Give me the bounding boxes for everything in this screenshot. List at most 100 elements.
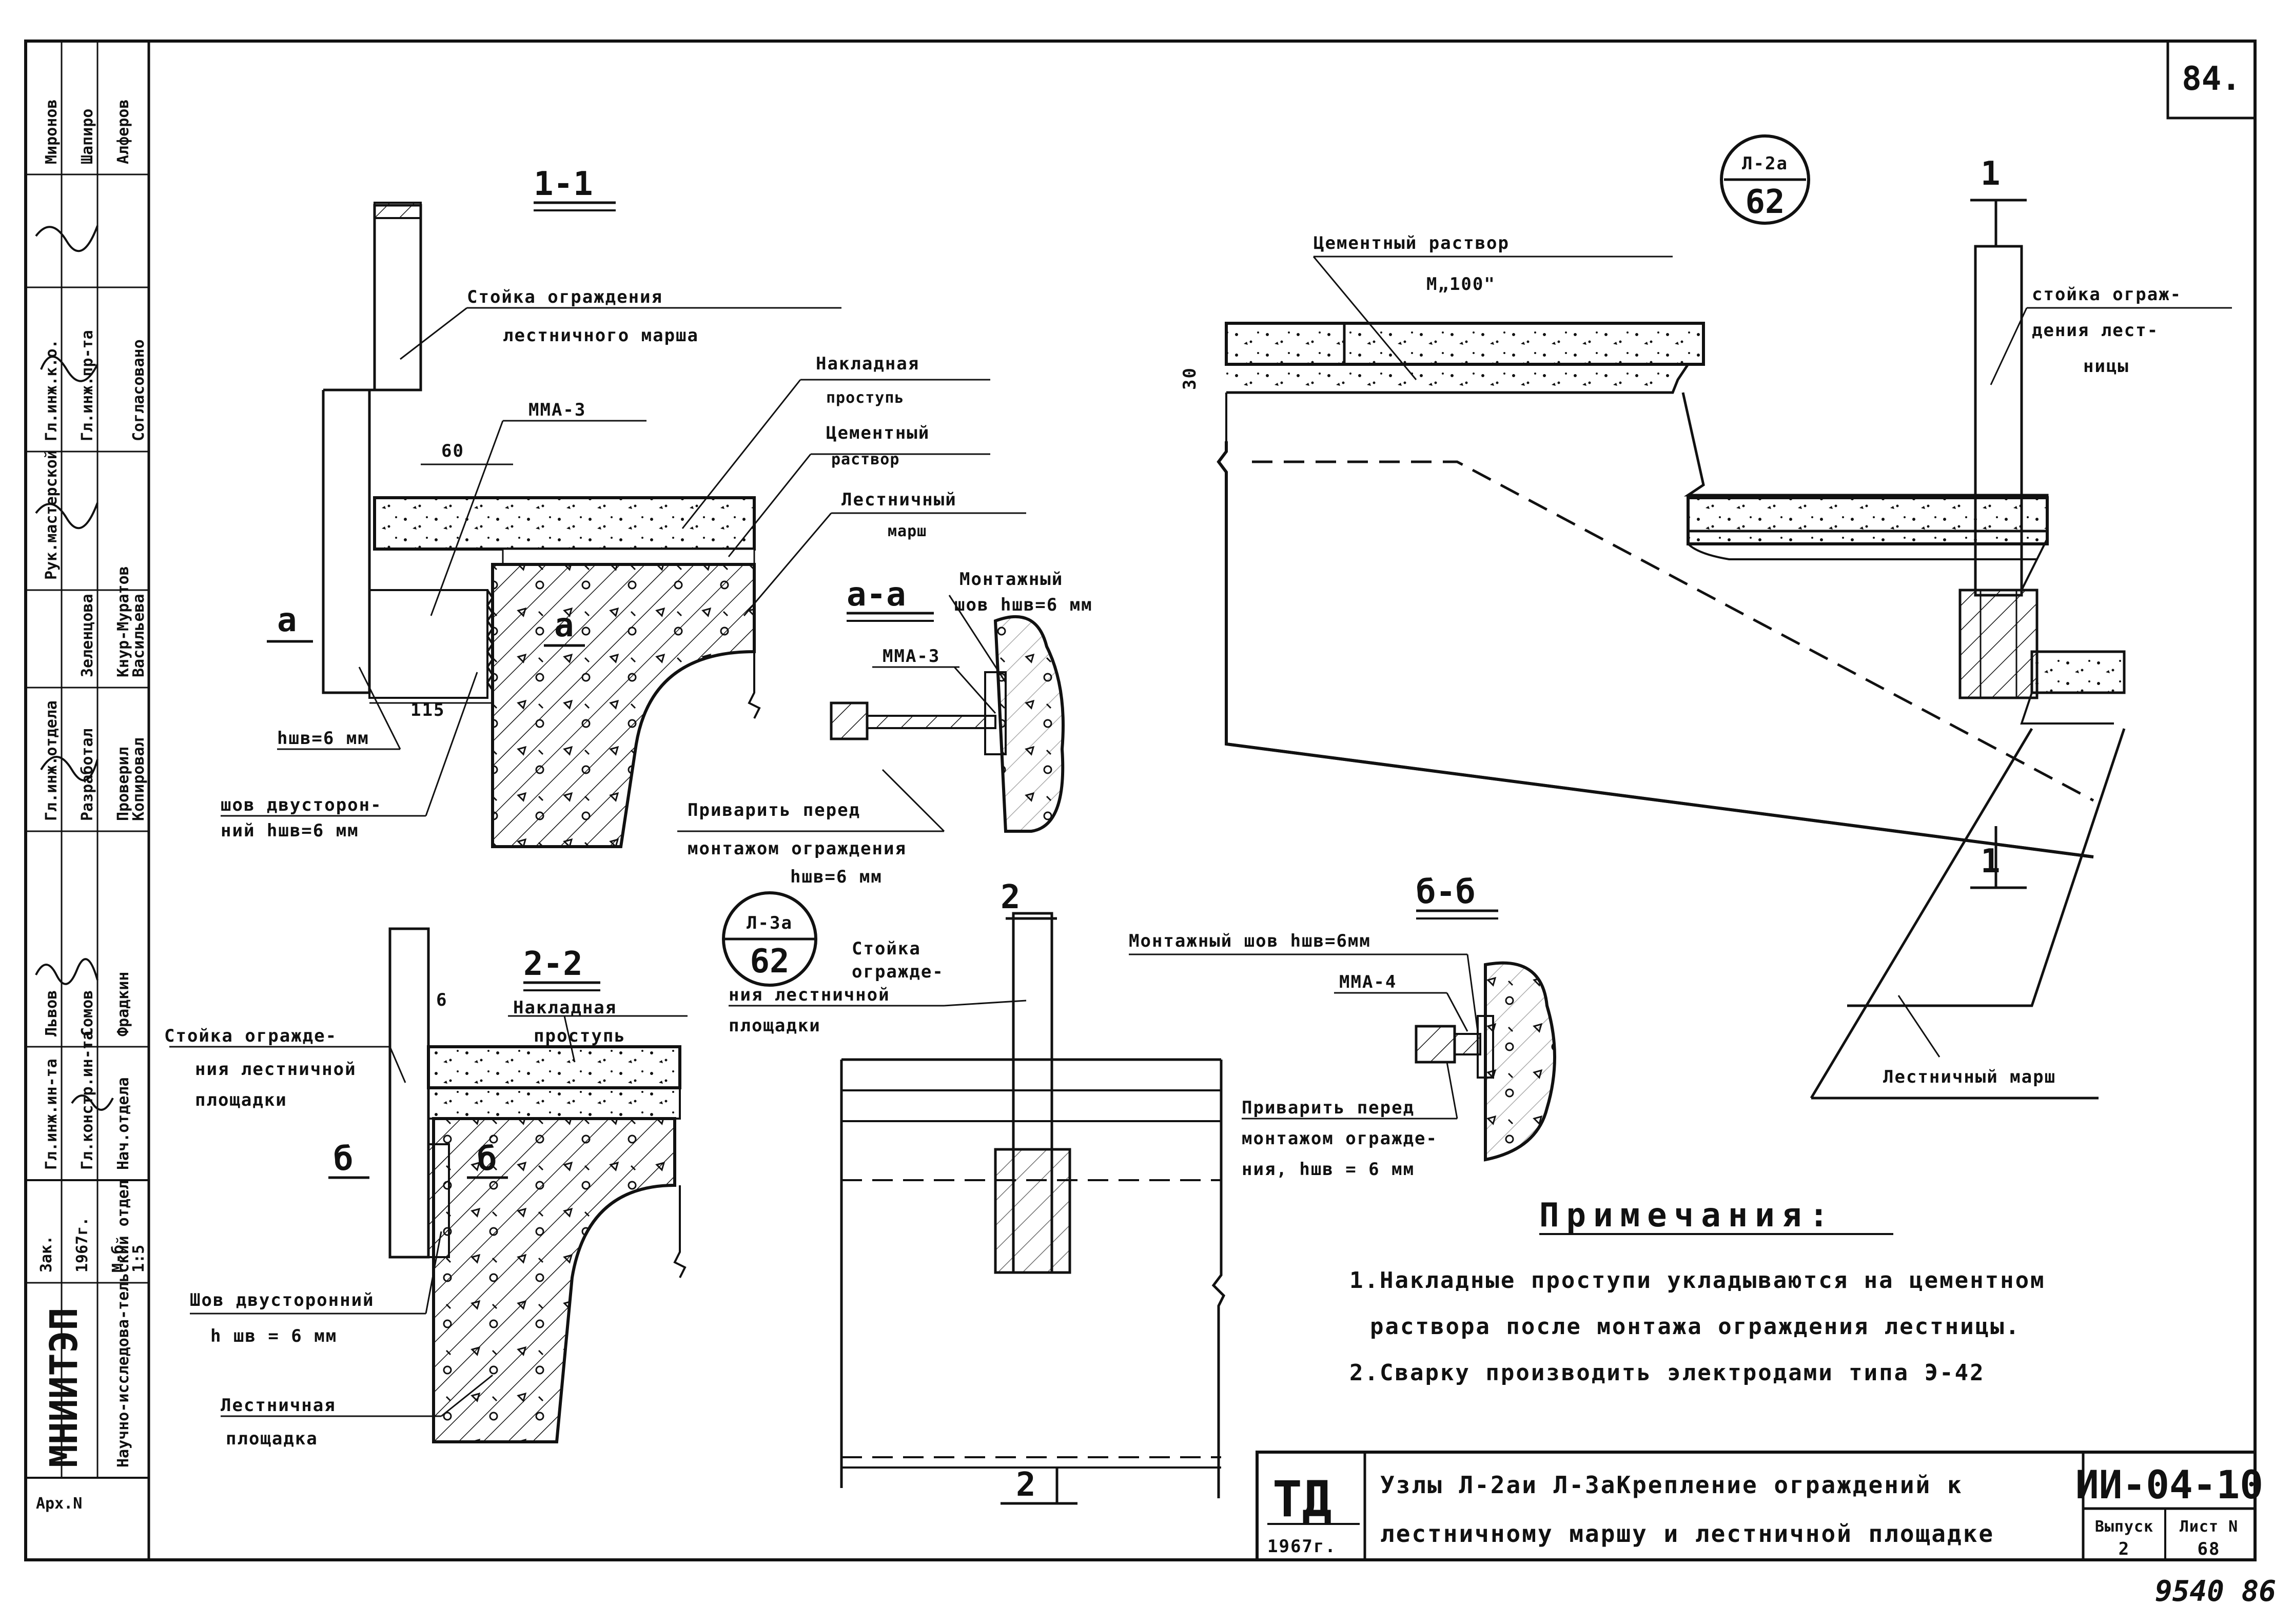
label-shov-dvust-1: шов двусторон- [221, 795, 382, 815]
stamp-org: МНИИТЭП [42, 1307, 86, 1468]
stamp-name-4: Кнур-Муратов [114, 566, 132, 677]
section-2-2: 2-2 6 б б Накладная проступь Стойка огра… [164, 927, 688, 1449]
tread-1-1 [373, 496, 756, 551]
label-nakladnaya-2: проступь [826, 389, 905, 407]
section-2-2-title: 2-2 [523, 945, 583, 983]
label-shov22-1: Шов двусторонний [190, 1290, 375, 1310]
label-stoika-right-3: ницы [2083, 356, 2129, 377]
stamp-role-1: Гл.констр.ин-та [79, 1031, 96, 1170]
stamp-dept: Научно-исследова-тельский отдел [114, 1180, 132, 1468]
label-stoika-mid-2: огражде- [852, 962, 944, 982]
signatures [35, 225, 114, 1111]
label-stoika-right-2: дения лест- [2032, 320, 2159, 341]
callout-l2a-bottom: 62 [1745, 183, 1785, 221]
label-privarit-2: монтажом ограждения [688, 838, 907, 859]
label-cement-2: раствор [831, 451, 899, 468]
stamp-arch: Арх.N [36, 1495, 82, 1513]
label-privarit-bb-2: монтажом огражде- [1242, 1128, 1438, 1149]
callout-l2a [1720, 134, 1810, 225]
stamp-role-2: Нач.отдела [114, 1077, 132, 1170]
label-hwb-left: hшв=6 мм [277, 728, 369, 749]
callout-l3a-top: Л-3а [747, 913, 793, 933]
label-privarit-3: hшв=6 мм [790, 867, 883, 887]
label-stoika-ploshch-2: ния лестничной [195, 1059, 357, 1080]
stamp-scale-value: 1:5 [130, 1245, 148, 1273]
title-list-value: 68 [2198, 1539, 2221, 1559]
stamp-role-8: Гл.инж.к.о. [43, 339, 61, 441]
label-shov-dvust-2: ний hшв=6 мм [221, 820, 359, 841]
stamp-name-7: Шапиро [79, 109, 96, 164]
label-marsh-1: Лестничный [841, 490, 957, 510]
notes-block: Примечания: 1.Накладные проступи укладыв… [1349, 1197, 2044, 1386]
label-mma4: ММА-4 [1339, 972, 1397, 992]
label-privarit-1: Приварить перед [688, 800, 860, 820]
callout-l2a-top: Л-2а [1742, 153, 1788, 174]
label-mma3: ММА-3 [528, 400, 586, 420]
stamp-name-5: Васильева [130, 594, 148, 677]
notes-line-3: 2.Сварку производить электродами типа Э-… [1349, 1360, 1985, 1386]
stamp-name-3: Зеленцова [79, 594, 96, 677]
section-1-1-title: 1-1 [534, 165, 593, 203]
stamp-scale-label: М-б [109, 1245, 127, 1273]
label-stoika-marsha-2: лестничного марша [503, 325, 699, 346]
label-cement-1: Цементный [826, 423, 930, 443]
title-year: 1967г. [1267, 1536, 1337, 1557]
label-mma3-aa: ММА-3 [883, 646, 940, 667]
stamp-role-0: Гл.инж.ин-та [43, 1059, 61, 1170]
post-1-1 [373, 204, 422, 392]
section-b-b-title: б-б [1416, 873, 1476, 911]
callout-l3a-bottom: 62 [750, 943, 789, 981]
label-montazh-shov-1: Монтажный [959, 569, 1063, 590]
stamp-name-6: Миронов [43, 100, 61, 164]
mark-b-right: б [477, 1140, 497, 1178]
post-2-2 [388, 927, 430, 1259]
title-list-label: Лист N [2180, 1518, 2238, 1536]
stamp-zak: Зак. [37, 1236, 55, 1273]
title-code: ИИ-04-10 [2075, 1462, 2263, 1508]
label-stoika-mid-1: Стойка [852, 938, 921, 959]
dim-60: 60 [441, 441, 464, 461]
dim-115: 115 [410, 700, 445, 720]
title-vypusk-label: Выпуск [2095, 1518, 2153, 1536]
title-td: ТД [1272, 1471, 1332, 1528]
label-marsh-2: марш [888, 522, 927, 540]
mark-a-left: a [277, 601, 297, 639]
title-block: ТД 1967г. Узлы Л-2аи Л-3аКрепление ограж… [1256, 1451, 2263, 1561]
mark-a-right: a [554, 606, 574, 644]
label-privarit-bb-1: Приварить перед [1242, 1098, 1415, 1118]
label-stoika-ploshch-3: площадки [195, 1090, 287, 1110]
label-cement-top-1: Цементный раствор [1314, 233, 1510, 253]
cut-1-top: 1 [1981, 155, 2001, 193]
section-1-1: 1-1 60 115 a a Стойка ограждения [221, 165, 1026, 848]
cut-2-top: 2 [1001, 878, 1021, 916]
side-stamp: МНИИТЭП Научно-исследова-тельский отдел … [25, 40, 150, 1561]
stamp-role-5: Проверил [114, 747, 132, 821]
label-shov22-2: h шв = 6 мм [210, 1326, 337, 1346]
handwritten-number: 9540 86 [2155, 1575, 2276, 1608]
title-line-1: Узлы Л-2аи Л-3аКрепление ограждений к [1380, 1471, 1963, 1499]
cut-1-bottom: 1 [1981, 843, 2001, 881]
label-montazh-shov-2: шов hшв=6 мм [954, 595, 1093, 615]
section-a-a: a-a Монтажный шов hшв=6 мм ММА-3 Привари… [677, 569, 1093, 887]
page-number: 84. [2182, 60, 2241, 98]
label-cement-top-2: М„100" [1426, 274, 1496, 295]
title-line-2: лестничному маршу и лестничной площадке [1380, 1520, 1994, 1548]
section-b-b: б-б Монтажный шов hшв=6мм ММА-4 Приварит… [1129, 873, 1556, 1180]
label-ploshch-1: Лестничная [221, 1395, 336, 1416]
cut-2-bottom: 2 [1016, 1466, 1036, 1504]
label-stoika-right-1: стойка ограж- [2032, 284, 2182, 305]
label-nakladnaya22-1: Накладная [513, 997, 617, 1018]
stamp-name-8: Алферов [114, 100, 132, 164]
label-nakladnaya-1: Накладная [816, 354, 919, 374]
stamp-role-10: Согласовано [130, 339, 148, 441]
dim-30: 30 [1180, 367, 1200, 390]
stamp-role-4: Разработал [79, 728, 96, 821]
stamp-role-3: Гл.инж.отдела [43, 700, 61, 821]
title-vypusk-value: 2 [2119, 1539, 2130, 1559]
label-marsh-right: Лестничный марш [1883, 1067, 2056, 1087]
stamp-year: 1967г. [73, 1217, 91, 1273]
notes-line-2: раствора после монтажа ограждения лестни… [1370, 1314, 2021, 1340]
stamp-role-7: Рук.мастерской [43, 450, 61, 580]
dim-6: 6 [436, 990, 447, 1010]
